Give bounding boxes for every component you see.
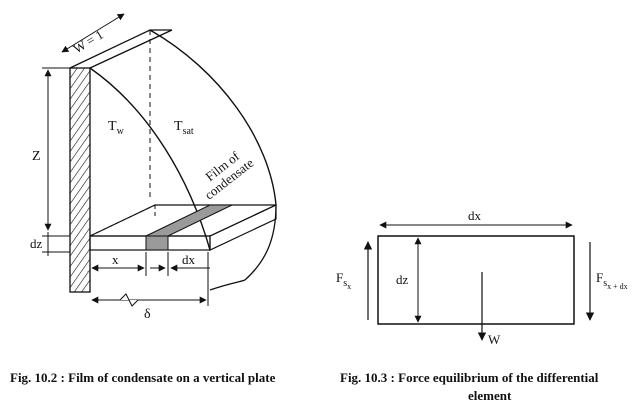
film-front-curve bbox=[89, 67, 211, 251]
fig-10-3-caption-line2: element bbox=[468, 388, 512, 403]
fig-10-2-caption: Fig. 10.2 : Film of condensate on a vert… bbox=[10, 370, 276, 385]
slab-side bbox=[209, 204, 277, 251]
dz-label: dz bbox=[30, 236, 43, 251]
fsx-label: Fsx bbox=[336, 270, 351, 291]
dx-label-2: dx bbox=[468, 208, 482, 223]
delta-label: δ bbox=[144, 307, 151, 322]
film-back-curve bbox=[149, 29, 277, 206]
x-label: x bbox=[112, 252, 119, 267]
vertical-plate bbox=[69, 67, 91, 293]
tsat-label: Tsat bbox=[174, 119, 194, 137]
tw-label: Tw bbox=[108, 119, 125, 137]
dz-label-2: dz bbox=[396, 272, 409, 287]
z-label: Z bbox=[32, 149, 41, 164]
dx-label: dx bbox=[182, 252, 196, 267]
film-outer-lower bbox=[244, 204, 277, 281]
differential-element bbox=[377, 235, 575, 325]
fsxdx-label: Fsx + dx bbox=[596, 270, 628, 291]
delta-break bbox=[119, 293, 139, 307]
w-dim-line bbox=[61, 13, 125, 53]
w-label: W = 1 bbox=[70, 27, 105, 57]
film-label: Film of condensate bbox=[202, 148, 257, 202]
fig-10-2: Z dz W = 1 Tw Tsat Film of condensate x … bbox=[10, 13, 277, 385]
shaded-element-front bbox=[145, 235, 169, 251]
fig-10-3-caption-line1: Fig. 10.3 : Force equilibrium of the dif… bbox=[340, 370, 599, 385]
slab-back-dashed bbox=[89, 204, 156, 237]
fig-10-3: dx dz W Fsx Fsx + dx Fig. 10.3 : Force e… bbox=[336, 208, 628, 403]
weight-label: W bbox=[488, 332, 501, 347]
film-outer-base bbox=[209, 279, 246, 291]
